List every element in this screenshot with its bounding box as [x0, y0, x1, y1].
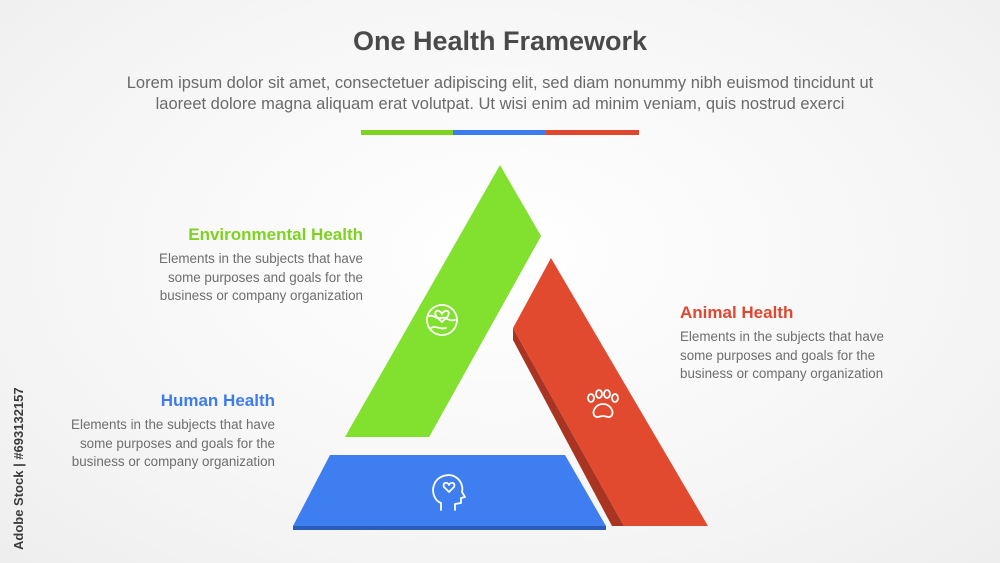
animal-health-title: Animal Health — [680, 303, 794, 322]
desc-line: business or company organization — [159, 288, 363, 303]
environmental-health-segment-face — [345, 165, 541, 437]
subtitle-line-1: Lorem ipsum dolor sit amet, consectetuer… — [126, 74, 874, 92]
desc-line: business or company organization — [680, 366, 884, 381]
divider-red — [546, 130, 639, 135]
head-heart-icon — [432, 474, 466, 511]
environmental-health-desc: Elements in the subjects that have some … — [100, 250, 363, 306]
environmental-health-title: Environmental Health — [188, 225, 363, 244]
desc-line: some purposes and goals for the — [167, 269, 363, 285]
divider-green — [361, 130, 453, 135]
desc-line: Elements in the subjects that have — [680, 329, 884, 344]
page-subtitle: Lorem ipsum dolor sit amet, consectetuer… — [60, 73, 940, 115]
watermark-text: Adobe Stock | #693132157 — [11, 387, 26, 550]
subtitle-line-2: laoreet dolore magna aliquam erat volutp… — [155, 95, 845, 113]
desc-line: Elements in the subjects that have — [159, 251, 363, 266]
human-health-title: Human Health — [160, 391, 275, 410]
animal-health-desc: Elements in the subjects that have some … — [680, 328, 960, 384]
desc-line: business or company organization — [71, 454, 275, 469]
desc-line: some purposes and goals for the — [680, 347, 876, 363]
paw-print-icon — [587, 389, 619, 418]
stock-watermark: Adobe Stock | #693132157 — [8, 330, 28, 560]
human-health-segment-side — [293, 526, 606, 530]
divider-blue — [453, 130, 546, 135]
page-title: One Health Framework — [352, 26, 648, 56]
globe-heart-icon — [426, 304, 458, 336]
desc-line: some purposes and goals for the — [79, 435, 275, 451]
desc-line: Elements in the subjects that have — [71, 417, 275, 432]
human-health-desc: Elements in the subjects that have some … — [20, 416, 275, 472]
environmental-health-segment — [345, 165, 541, 437]
